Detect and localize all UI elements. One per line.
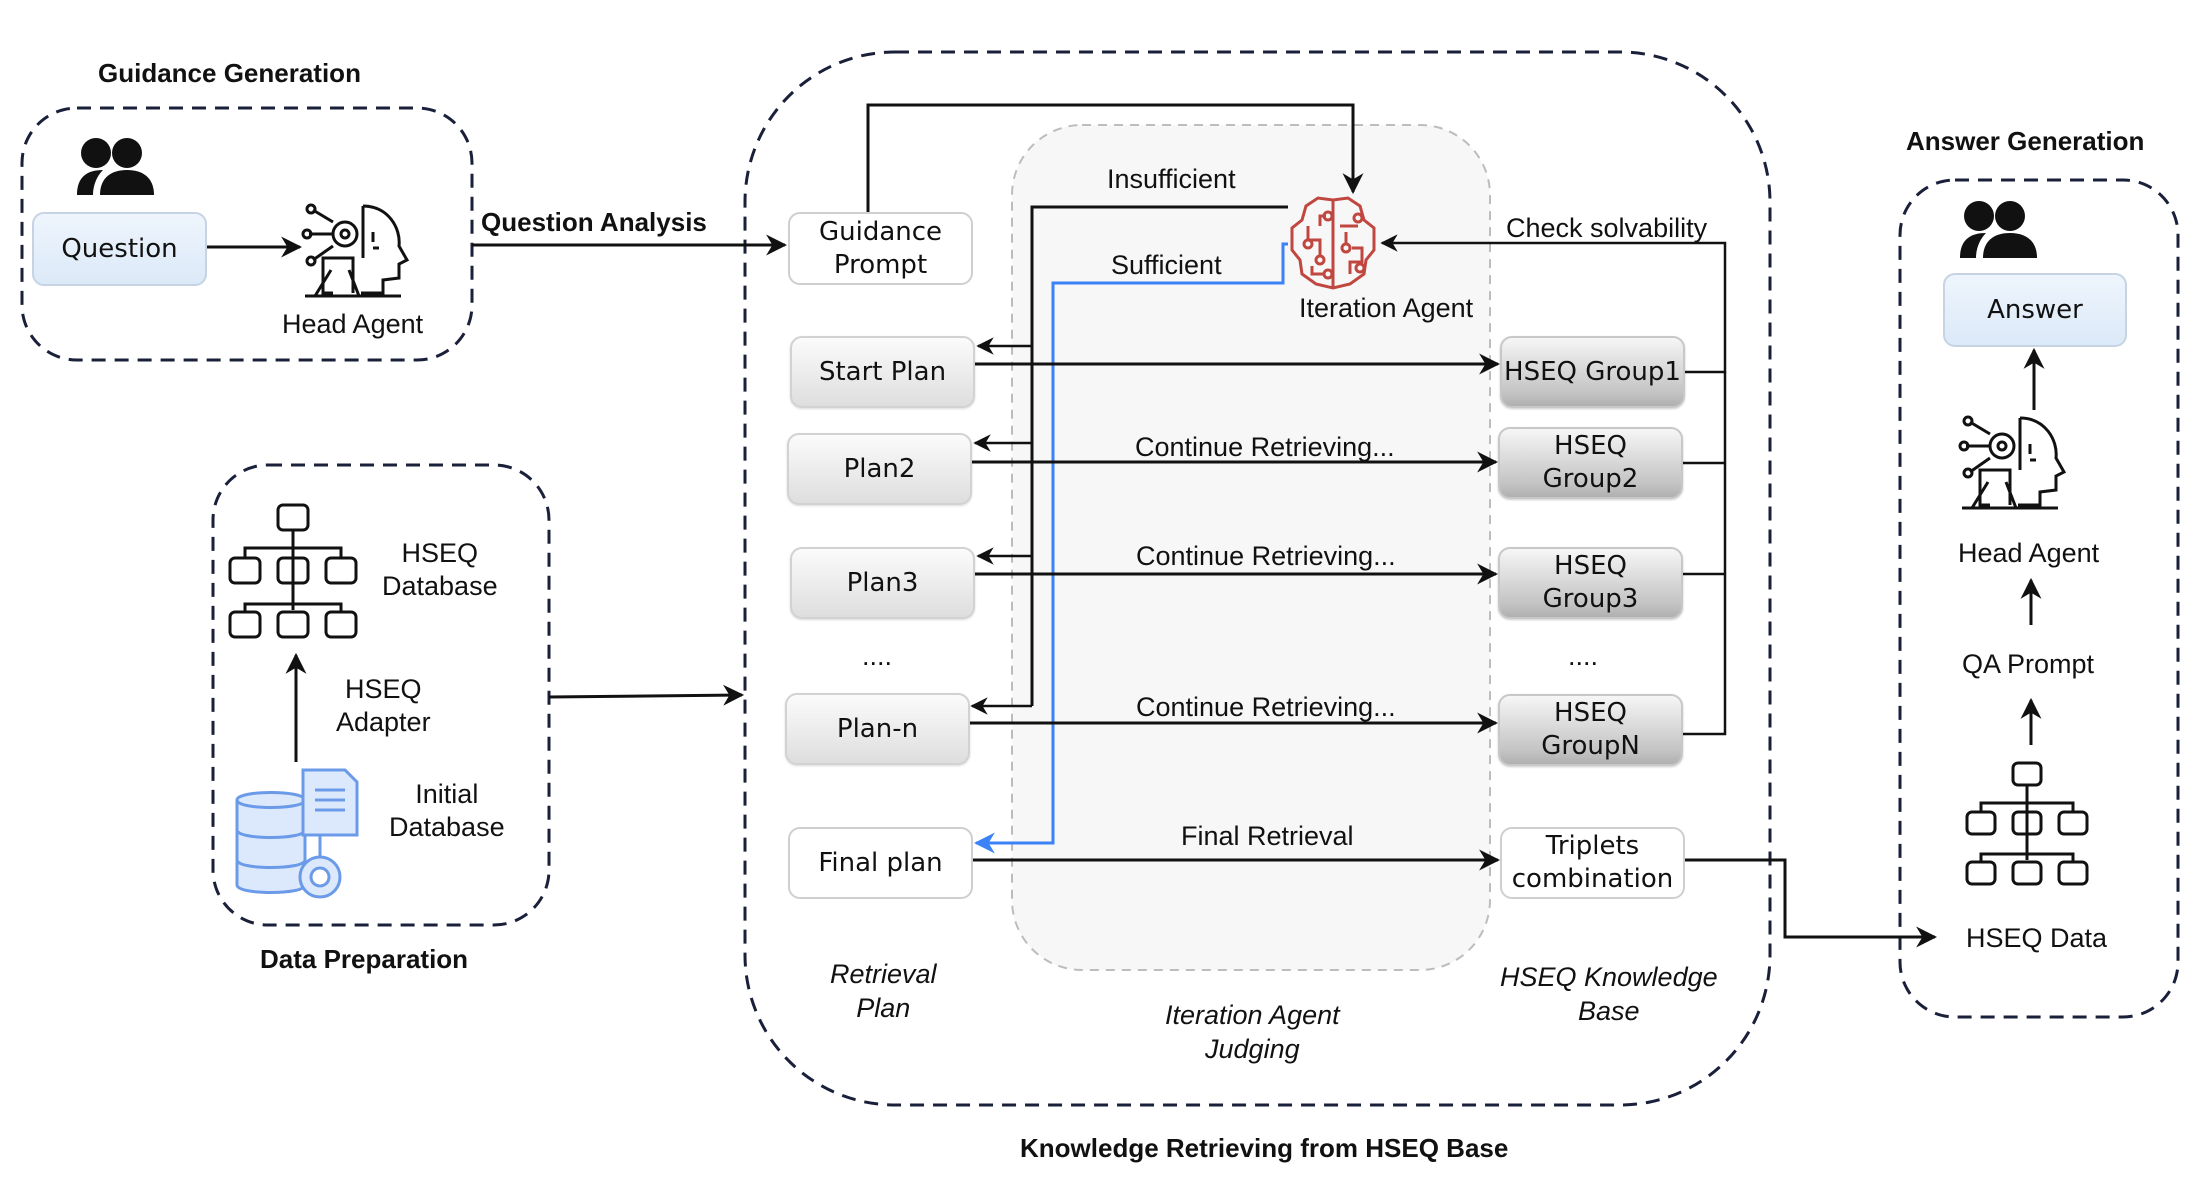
arrow-sufficient-final-plan	[973, 242, 1288, 854]
triplets-line1: Triplets	[1545, 831, 1640, 861]
group-label-line2: GroupN	[1541, 731, 1640, 761]
plan-node-n[interactable]: Plan-n	[785, 693, 970, 765]
plan-node-2[interactable]: Plan2	[787, 433, 972, 505]
answer-node[interactable]: Answer	[1943, 273, 2127, 347]
answer-generation-group	[1898, 178, 2180, 1019]
guidance-prompt-line2: Prompt	[833, 249, 928, 280]
final-plan-label: Final plan	[818, 847, 943, 878]
hseq-group-n[interactable]: HSEQ GroupN	[1498, 694, 1683, 766]
caption-line2: Base	[1578, 996, 1640, 1026]
hseq-adapter-line1: HSEQ	[345, 674, 422, 704]
circuit-brain-icon	[1290, 196, 1376, 290]
hseq-group-2[interactable]: HSEQ Group2	[1498, 427, 1683, 499]
guidance-generation-title: Guidance Generation	[98, 58, 361, 88]
caption-line1: Iteration Agent	[1165, 1000, 1340, 1030]
initial-database-line2: Database	[389, 812, 505, 842]
check-solvability-line	[1380, 234, 1727, 374]
group-label-line1: HSEQ	[1554, 551, 1627, 581]
arrow-data-to-retrieval	[548, 684, 745, 706]
plan-label: Plan2	[843, 453, 916, 484]
guidance-prompt-line1: Guidance	[818, 216, 943, 247]
arrow-triplets-to-hseq-data	[1685, 858, 1938, 948]
knowledge-retrieving-title: Knowledge Retrieving from HSEQ Base	[1020, 1133, 1509, 1163]
answer-generation-title: Answer Generation	[1906, 126, 2145, 156]
retrieval-plan-caption: Retrieval Plan	[830, 957, 937, 1025]
plan-label: Plan3	[846, 567, 919, 598]
data-preparation-group	[211, 463, 551, 927]
plans-ellipsis: ....	[862, 641, 893, 671]
guidance-generation-group	[20, 106, 474, 362]
groupn-connector	[1683, 372, 1727, 736]
triplets-combination-node[interactable]: Triplets combination	[1500, 827, 1685, 899]
group-label-line1: HSEQ	[1554, 431, 1627, 461]
hseq-data-label: HSEQ Data	[1966, 923, 2108, 953]
final-retrieval-label: Final Retrieval	[1181, 821, 1354, 851]
arrow-guidance-to-iteration-agent	[866, 103, 1364, 212]
hseq-database-line1: HSEQ	[401, 538, 479, 568]
hseq-adapter-label: HSEQ Adapter	[336, 673, 431, 739]
users-icon	[1960, 201, 2037, 258]
iteration-agent-label: Iteration Agent	[1299, 293, 1474, 323]
group-label-line2: Group2	[1542, 464, 1639, 494]
plan-label: Plan-n	[836, 713, 919, 744]
continue-retrieving-label: Continue Retrieving...	[1136, 541, 1396, 571]
knowledge-retrieving-group	[743, 50, 1772, 1107]
knowledge-base-caption: HSEQ Knowledge Base	[1500, 960, 1718, 1028]
final-plan-node[interactable]: Final plan	[788, 827, 973, 899]
qa-prompt-label: QA Prompt	[1962, 649, 2095, 679]
check-solvability-label: Check solvability	[1506, 213, 1708, 243]
question-analysis-label: Question Analysis	[481, 207, 707, 237]
caption-line2: Plan	[856, 993, 911, 1023]
hierarchy-tree-icon	[1965, 761, 2089, 886]
caption-line1: Retrieval	[830, 959, 937, 989]
question-node[interactable]: Question	[32, 212, 207, 286]
iteration-judging-caption: Iteration Agent Judging	[1165, 998, 1340, 1066]
database-document-gear-icon	[235, 768, 359, 899]
caption-line1: HSEQ Knowledge	[1500, 962, 1718, 992]
insufficient-line	[1030, 205, 1288, 706]
sufficient-label: Sufficient	[1111, 250, 1222, 280]
hseq-group-1[interactable]: HSEQ Group1	[1500, 336, 1685, 408]
plan-node-3[interactable]: Plan3	[790, 547, 975, 619]
ai-head-agent-icon	[1958, 415, 2067, 510]
groups-ellipsis: ....	[1568, 641, 1599, 671]
group-label-line1: HSEQ	[1554, 698, 1627, 728]
answer-label: Answer	[1987, 294, 2083, 325]
hseq-database-label: HSEQ Database	[382, 537, 498, 603]
initial-database-line1: Initial	[415, 779, 479, 809]
guidance-prompt-node[interactable]: Guidance Prompt	[788, 212, 973, 285]
hseq-group-3[interactable]: HSEQ Group3	[1498, 547, 1683, 619]
continue-retrieving-label: Continue Retrieving...	[1136, 692, 1396, 722]
plan-node-start[interactable]: Start Plan	[790, 336, 975, 408]
triplets-line2: combination	[1511, 864, 1674, 894]
insufficient-label: Insufficient	[1107, 164, 1236, 194]
plan-label: Start Plan	[818, 356, 947, 387]
users-icon	[77, 138, 154, 195]
continue-retrieving-label: Continue Retrieving...	[1135, 432, 1395, 462]
initial-database-label: Initial Database	[389, 778, 505, 844]
hseq-database-line2: Database	[382, 571, 498, 601]
iteration-judging-region	[1011, 124, 1491, 971]
group-label-line2: Group3	[1542, 584, 1639, 614]
group-label: HSEQ Group1	[1504, 356, 1681, 387]
answer-head-agent-label: Head Agent	[1958, 538, 2100, 568]
head-agent-label: Head Agent	[282, 309, 424, 339]
question-label: Question	[61, 233, 178, 264]
hseq-adapter-line2: Adapter	[336, 707, 431, 737]
data-preparation-title: Data Preparation	[260, 944, 469, 974]
hierarchy-tree-icon	[228, 503, 358, 639]
caption-line2: Judging	[1205, 1034, 1300, 1064]
ai-head-agent-icon	[301, 203, 410, 298]
